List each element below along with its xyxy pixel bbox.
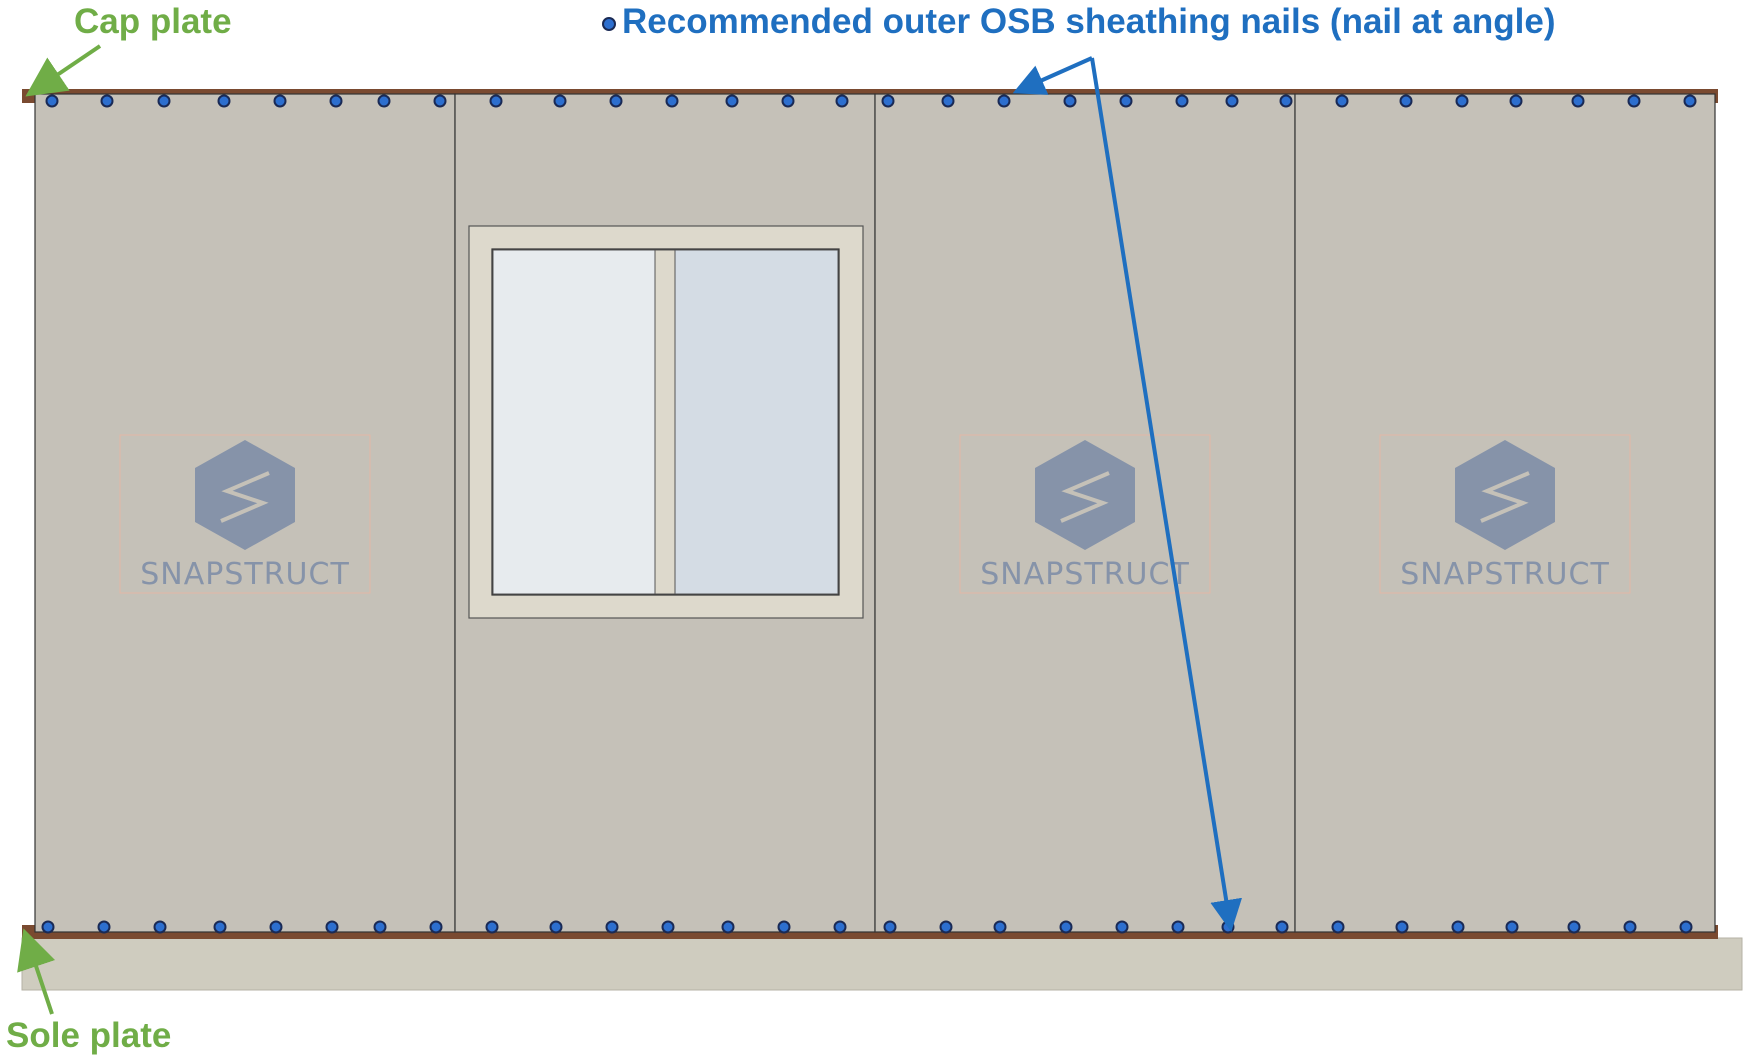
sheathing-nail — [1275, 920, 1289, 934]
sheathing-nail — [1505, 920, 1519, 934]
sheathing-nail — [941, 94, 955, 108]
sheathing-nail — [1175, 94, 1189, 108]
sheathing-nail — [1683, 94, 1697, 108]
sheathing-nail — [781, 94, 795, 108]
sheathing-nail — [373, 920, 387, 934]
sheathing-nail — [1399, 94, 1413, 108]
sheathing-nail — [325, 920, 339, 934]
sheathing-nail — [1115, 920, 1129, 934]
sheathing-nail — [881, 94, 895, 108]
sheathing-nail — [100, 94, 114, 108]
sheathing-nail — [217, 94, 231, 108]
nail-legend-icon — [602, 17, 616, 31]
sheathing-nail — [997, 94, 1011, 108]
sheathing-nail — [329, 94, 343, 108]
sheathing-nail — [661, 920, 675, 934]
watermark-text: SNAPSTRUCT — [1400, 557, 1610, 592]
sheathing-nail — [883, 920, 897, 934]
sheathing-nail — [777, 920, 791, 934]
window-mullion — [654, 249, 676, 595]
sheathing-nail — [1331, 920, 1345, 934]
sheathing-nail — [1119, 94, 1133, 108]
sheathing-nail — [269, 920, 283, 934]
sheathing-nail — [1679, 920, 1693, 934]
sheathing-nail — [1225, 94, 1239, 108]
sheathing-nail — [1451, 920, 1465, 934]
sheathing-nail — [489, 94, 503, 108]
watermark-text: SNAPSTRUCT — [980, 557, 1190, 592]
sheathing-nail — [939, 920, 953, 934]
watermark-text: SNAPSTRUCT — [140, 557, 350, 592]
sheathing-nail — [1571, 94, 1585, 108]
window-glass-left — [492, 249, 656, 595]
sheathing-nail — [41, 920, 55, 934]
sheathing-nail — [605, 920, 619, 934]
window — [468, 225, 864, 619]
sheathing-nail — [97, 920, 111, 934]
sole-plate-label: Sole plate — [6, 1016, 172, 1055]
foundation-slab — [21, 937, 1743, 991]
nails-arrow-top — [1012, 56, 1093, 95]
sheathing-nail — [609, 94, 623, 108]
watermark-logo: SNAPSTRUCT — [119, 434, 371, 594]
sole-plate-arrow — [17, 928, 56, 1015]
sheathing-nail — [1627, 94, 1641, 108]
sheathing-nail — [721, 920, 735, 934]
sheathing-nail — [1455, 94, 1469, 108]
sheathing-nail — [157, 94, 171, 108]
cap-plate-arrow — [25, 44, 102, 97]
sheathing-nail — [833, 920, 847, 934]
sheathing-nail — [485, 920, 499, 934]
nail-layer — [41, 94, 1697, 934]
sheathing-nail — [1335, 94, 1349, 108]
sheathing-nail — [273, 94, 287, 108]
sheathing-nail — [1063, 94, 1077, 108]
sheathing-nail — [1509, 94, 1523, 108]
sheathing-nail — [1395, 920, 1409, 934]
sheathing-nail — [835, 94, 849, 108]
watermarks: SNAPSTRUCT SNAPSTRUCT SNAPSTRUCT — [119, 434, 1631, 594]
sheathing-nail — [45, 94, 59, 108]
sheathing-nail — [429, 920, 443, 934]
sheathing-nail — [993, 920, 1007, 934]
window-glass-right — [674, 249, 839, 595]
sheathing-nail — [725, 94, 739, 108]
sheathing-nail — [549, 920, 563, 934]
sheathing-nail — [665, 94, 679, 108]
watermark-logo: SNAPSTRUCT — [1379, 434, 1631, 594]
sheathing-nail — [1171, 920, 1185, 934]
watermark-logo: SNAPSTRUCT — [959, 434, 1211, 594]
sheathing-nail — [553, 94, 567, 108]
sheathing-nail — [433, 94, 447, 108]
cap-plate-label: Cap plate — [74, 2, 232, 41]
nails-label: Recommended outer OSB sheathing nails (n… — [622, 2, 1556, 41]
sheathing-nail — [1567, 920, 1581, 934]
sheathing-nail — [1279, 94, 1293, 108]
sheathing-nail — [213, 920, 227, 934]
sheathing-nail — [377, 94, 391, 108]
sheathing-nail — [153, 920, 167, 934]
sheathing-nail — [1059, 920, 1073, 934]
nails-arrow-bottom — [1090, 57, 1243, 932]
sheathing-nail — [1623, 920, 1637, 934]
